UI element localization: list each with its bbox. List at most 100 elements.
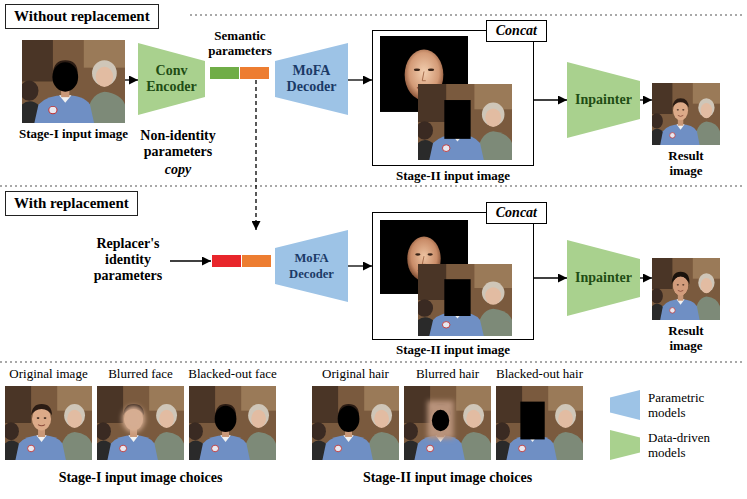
- trapezoid-fill: [138, 43, 205, 115]
- photo: [416, 84, 512, 160]
- block-label: MoFA Decoder: [280, 63, 344, 95]
- legend-swatch-fill: [610, 430, 640, 460]
- hair-mask: [444, 100, 470, 139]
- trapezoid-fill: [275, 43, 348, 115]
- choice-label: Original image: [9, 366, 87, 382]
- section-tag: With replacement: [5, 191, 138, 216]
- group-caption: Stage-I input image choices: [59, 469, 223, 486]
- choice-label: Blurred hair: [416, 366, 479, 382]
- masked-photo: [416, 264, 512, 336]
- eye: [682, 284, 684, 285]
- photo: [402, 386, 491, 460]
- parameter-bar: [212, 255, 241, 267]
- choice-photo: [402, 386, 491, 460]
- group-caption: Stage-II input image choices: [363, 469, 532, 486]
- arrow-connector: [348, 79, 372, 80]
- legend-text: Data-driven models: [648, 430, 720, 460]
- dotted-divider: [0, 185, 744, 186]
- photo: [310, 386, 399, 460]
- copy-note: copy: [165, 162, 191, 178]
- trapezoid-fill: [567, 240, 640, 316]
- copy-arrow: [255, 80, 256, 230]
- input-label: Replacer's identity parameters: [86, 236, 170, 284]
- concat-tag: Concat: [486, 202, 547, 224]
- legend-swatch: [610, 390, 640, 420]
- eye: [677, 284, 679, 285]
- section-title: With replacement: [14, 194, 129, 213]
- choice-photo: [494, 386, 583, 460]
- choice-label: Blacked-out face: [188, 366, 276, 382]
- decoder-block: MoFA Decoder: [211, 230, 348, 302]
- choice-photo: [3, 386, 92, 460]
- legend-text: Parametric models: [648, 390, 720, 420]
- result-photo: [651, 83, 720, 145]
- edge-label: Non-identity parameters: [128, 128, 228, 160]
- trapezoid-fill: [567, 62, 640, 138]
- result-image: Result image: [652, 258, 720, 320]
- arrow-connector: [534, 277, 567, 278]
- block-label: Conv Encoder: [142, 63, 202, 95]
- face-mask: [52, 62, 78, 92]
- face: [673, 276, 688, 295]
- concat-tag: Concat: [486, 20, 547, 42]
- arrow-connector: [125, 79, 138, 80]
- input-photo: [20, 40, 125, 123]
- legend-swatch-fill: [610, 390, 640, 420]
- photo: [187, 386, 276, 460]
- legend-swatch: [610, 430, 640, 460]
- trapezoid-shape: [275, 230, 348, 302]
- result-image: Result image: [652, 83, 720, 145]
- arrow-connector: [640, 99, 652, 100]
- parameter-label: Semantic parameters: [205, 28, 275, 58]
- photo: [494, 386, 583, 460]
- face-mask: [432, 410, 449, 431]
- photo: [416, 264, 512, 336]
- choice-photo: [310, 386, 399, 460]
- face-mask: [338, 406, 360, 432]
- concat-box: ConcatStage-II input image: [372, 30, 534, 166]
- dotted-divider: [190, 14, 744, 15]
- photo: [95, 386, 184, 460]
- inpainter-block: Inpainter: [567, 240, 640, 316]
- image-caption: Stage-II input image: [396, 342, 510, 357]
- block-label: Inpainter: [575, 92, 632, 108]
- blurred-hair: [427, 401, 453, 439]
- input-image: Stage-I input image: [22, 40, 125, 123]
- arrow-connector: [640, 277, 652, 278]
- choice-label: Blurred face: [108, 366, 173, 382]
- legend-entry: Data-driven models: [610, 430, 720, 460]
- mouth: [678, 290, 683, 291]
- result-photo: [651, 258, 720, 320]
- image-caption: Result image: [652, 323, 720, 353]
- arrow-connector: [170, 260, 211, 261]
- face-mask: [215, 406, 237, 432]
- parameter-bar: [242, 255, 271, 267]
- legend-entry: Parametric models: [610, 390, 720, 420]
- choice-photo: [95, 386, 184, 460]
- image-caption: Stage-I input image: [19, 126, 128, 141]
- parameter-bar: [210, 67, 239, 79]
- block-label: Inpainter: [575, 270, 632, 286]
- input-text: Replacer's identity parameters: [86, 236, 170, 284]
- parameter-vector: Semantic parameters: [205, 28, 275, 80]
- hair-mask: [520, 402, 544, 440]
- concat-box: ConcatStage-II input image: [372, 212, 534, 340]
- hair-mask: [444, 279, 470, 316]
- hair: [672, 272, 690, 284]
- parameter-bar: [240, 67, 269, 79]
- choice-label: Original hair: [322, 366, 389, 382]
- image-caption: Stage-II input image: [396, 168, 510, 183]
- arrow-connector: [348, 265, 372, 266]
- section-tag: Without replacement: [5, 4, 159, 29]
- section-title: Without replacement: [14, 7, 150, 26]
- trapezoid-fill: [275, 230, 348, 302]
- photo: [20, 40, 125, 123]
- encoder-block: Conv Encoder: [138, 43, 205, 115]
- inpainter-block: Inpainter: [567, 62, 640, 138]
- choice-photo: [187, 386, 276, 460]
- image-caption: Result image: [652, 148, 720, 178]
- photo: [651, 83, 720, 145]
- dotted-divider: [0, 361, 744, 362]
- blurred-face: [122, 406, 145, 432]
